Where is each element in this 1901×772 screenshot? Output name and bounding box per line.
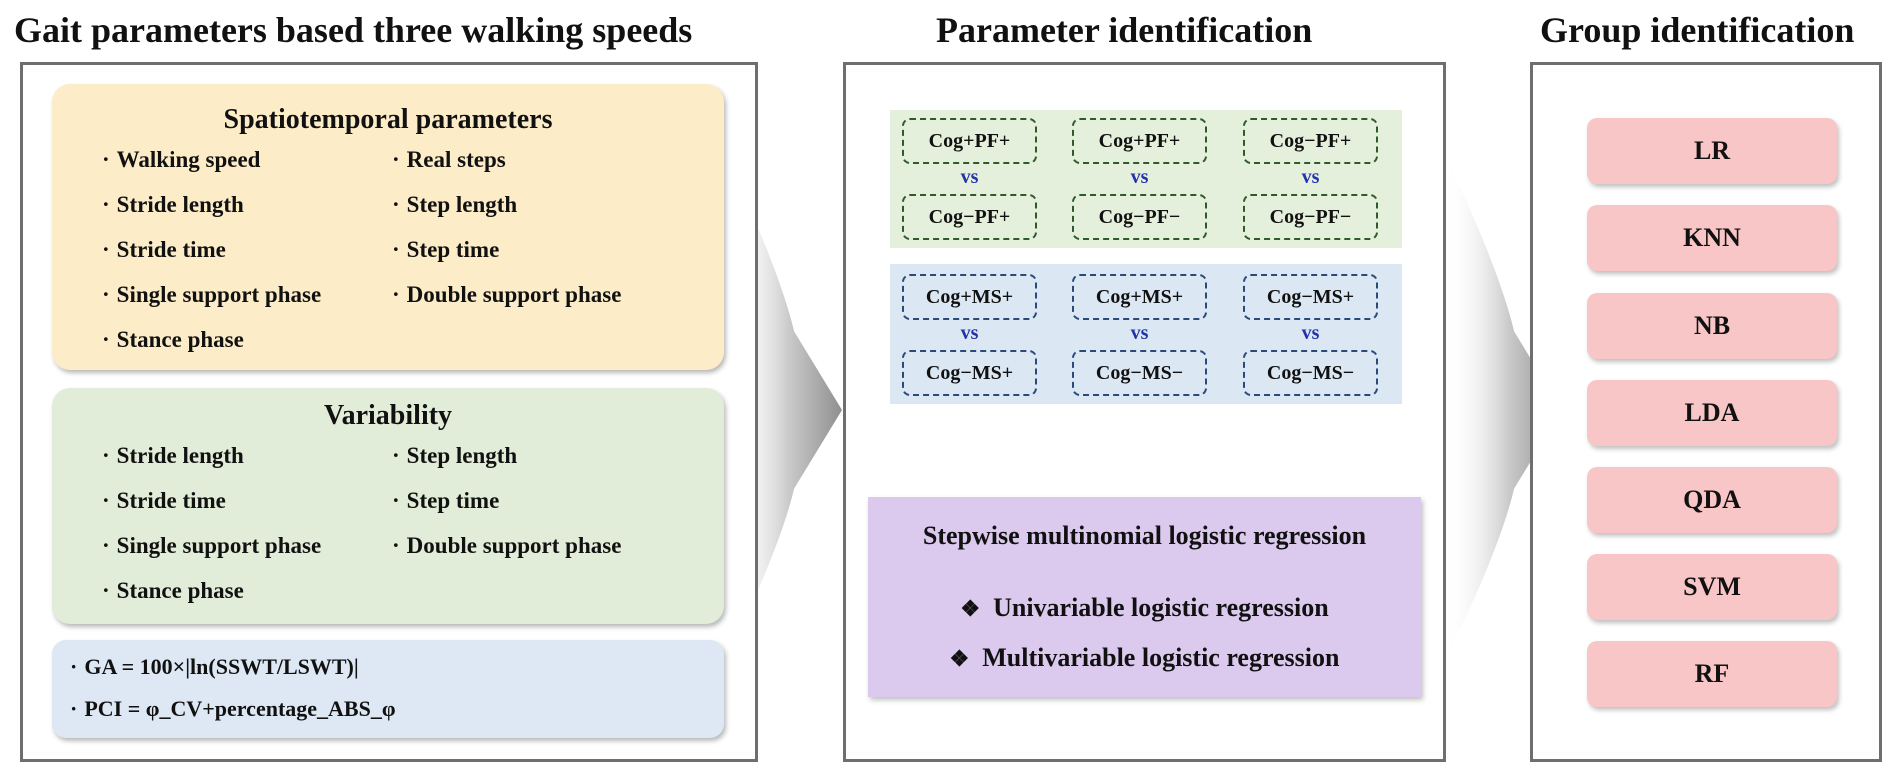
regression-item: ❖ Multivariable logistic regression: [949, 643, 1340, 672]
spatiotemporal-title: Spatiotemporal parameters: [223, 104, 553, 135]
vs-label: vs: [1130, 322, 1149, 344]
pci-formula: ·PCI = φ_CV+percentage_ABS_φ: [70, 696, 396, 721]
method-nb: NB: [1587, 293, 1837, 359]
method-knn: KNN: [1587, 205, 1837, 271]
variability-card: Variability ·Stride length ·Stride time …: [52, 388, 724, 624]
param-item: ·Stance phase: [102, 327, 244, 352]
vs-label: vs: [960, 322, 979, 344]
method-lr: LR: [1587, 118, 1837, 184]
ms-group-box: Cog+MS+: [902, 274, 1037, 320]
param-item: ·Step length: [392, 192, 518, 217]
ms-group-box: Cog−MS+: [1243, 274, 1378, 320]
method-svm: SVM: [1587, 554, 1837, 620]
right-arrow-2: [1445, 155, 1562, 660]
param-item: ·Double support phase: [392, 533, 622, 558]
left-title: Gait parameters based three walking spee…: [14, 10, 693, 50]
ms-group-box: Cog−MS−: [1243, 350, 1378, 396]
param-item: ·Stance phase: [102, 578, 244, 603]
method-lda: LDA: [1587, 380, 1837, 446]
middle-title: Parameter identification: [936, 10, 1313, 50]
diamond-bullet-icon: ❖: [960, 596, 981, 621]
pf-group-box: Cog−PF+: [1243, 118, 1378, 164]
vs-label: vs: [1301, 322, 1320, 344]
param-item: ·Step length: [392, 443, 518, 468]
pf-group-box: Cog−PF−: [1072, 194, 1207, 240]
vs-label: vs: [1130, 166, 1149, 188]
param-item: ·Step time: [392, 488, 500, 513]
right-title: Group identification: [1540, 10, 1855, 50]
param-item: ·Double support phase: [392, 282, 622, 307]
formula-card: ·GA = 100×|ln(SSWT/LSWT)| ·PCI = φ_CV+pe…: [52, 640, 724, 738]
spatiotemporal-card: Spatiotemporal parameters ·Walking speed…: [52, 84, 724, 370]
method-qda: QDA: [1587, 467, 1837, 533]
pf-comparison-band: [890, 110, 1402, 248]
regression-box: Stepwise multinomial logistic regression…: [868, 497, 1421, 697]
variability-title: Variability: [323, 400, 453, 431]
ms-comparison-band: [890, 264, 1402, 404]
param-item: ·Step time: [392, 237, 500, 262]
pf-group-box: Cog+PF+: [902, 118, 1037, 164]
regression-item: ❖ Univariable logistic regression: [960, 593, 1329, 622]
param-item: ·Real steps: [392, 147, 506, 172]
param-item: ·Stride length: [102, 192, 244, 217]
param-item: ·Single support phase: [102, 533, 322, 558]
ms-group-box: Cog+MS+: [1072, 274, 1207, 320]
ms-group-box: Cog−MS+: [902, 350, 1037, 396]
param-item: ·Single support phase: [102, 282, 322, 307]
param-item: ·Walking speed: [102, 147, 261, 172]
ga-formula: ·GA = 100×|ln(SSWT/LSWT)|: [70, 654, 359, 679]
regression-title: Stepwise multinomial logistic regression: [922, 521, 1367, 550]
pf-group-box: Cog−PF−: [1243, 194, 1378, 240]
ms-group-box: Cog−MS−: [1072, 350, 1207, 396]
pf-group-box: Cog−PF+: [902, 194, 1037, 240]
pf-group-box: Cog+PF+: [1072, 118, 1207, 164]
param-item: ·Stride time: [102, 237, 226, 262]
vs-label: vs: [1301, 166, 1320, 188]
method-rf: RF: [1587, 641, 1837, 707]
diamond-bullet-icon: ❖: [949, 646, 970, 671]
param-item: ·Stride time: [102, 488, 226, 513]
vs-label: vs: [960, 166, 979, 188]
param-item: ·Stride length: [102, 443, 244, 468]
